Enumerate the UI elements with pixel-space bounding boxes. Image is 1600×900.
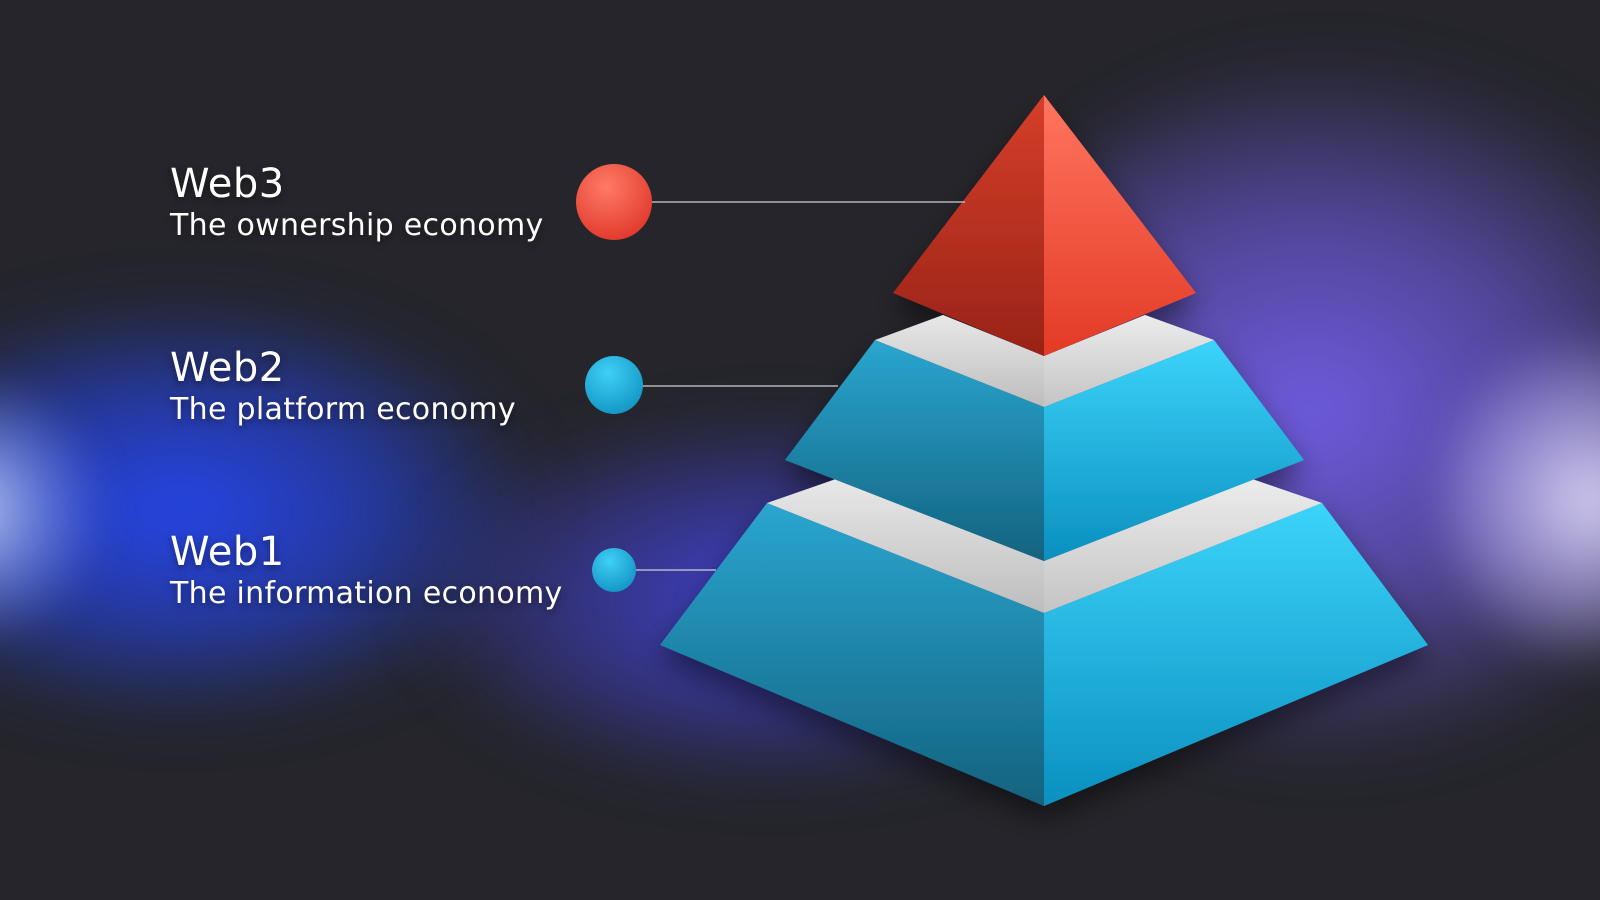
pyramid-separator-lower-right — [1044, 479, 1322, 613]
marker-dot-web1 — [592, 548, 636, 592]
pyramid-separator-lower-left — [767, 479, 1044, 613]
pyramid-web1-front-right — [1044, 503, 1428, 806]
tier-label-web1: Web1 The information economy — [170, 530, 563, 614]
tier-subtitle: The ownership economy — [170, 208, 544, 243]
marker-dot-web2 — [585, 356, 643, 414]
pyramid-body — [660, 95, 1428, 806]
pyramid-web2-front-left — [785, 340, 1044, 561]
pyramid-web3-front-left — [893, 95, 1044, 356]
marker-dot-web3 — [576, 164, 652, 240]
pyramid-web2-front-right — [1044, 340, 1304, 561]
tier-subtitle: The information economy — [170, 576, 563, 611]
pyramid-separator-upper-left — [875, 315, 1044, 407]
pyramid-separator-upper-right — [1044, 315, 1214, 407]
tier-title: Web2 — [170, 345, 285, 391]
tier-subtitle: The platform economy — [170, 392, 516, 427]
tier-label-web3: Web3 The ownership economy — [170, 162, 544, 246]
tier-title: Web1 — [170, 529, 285, 575]
tier-title: Web3 — [170, 161, 285, 207]
tier-label-web2: Web2 The platform economy — [170, 346, 516, 430]
pyramid-web3-front-right — [1044, 95, 1196, 356]
pyramid-web1-front-left — [660, 503, 1044, 806]
